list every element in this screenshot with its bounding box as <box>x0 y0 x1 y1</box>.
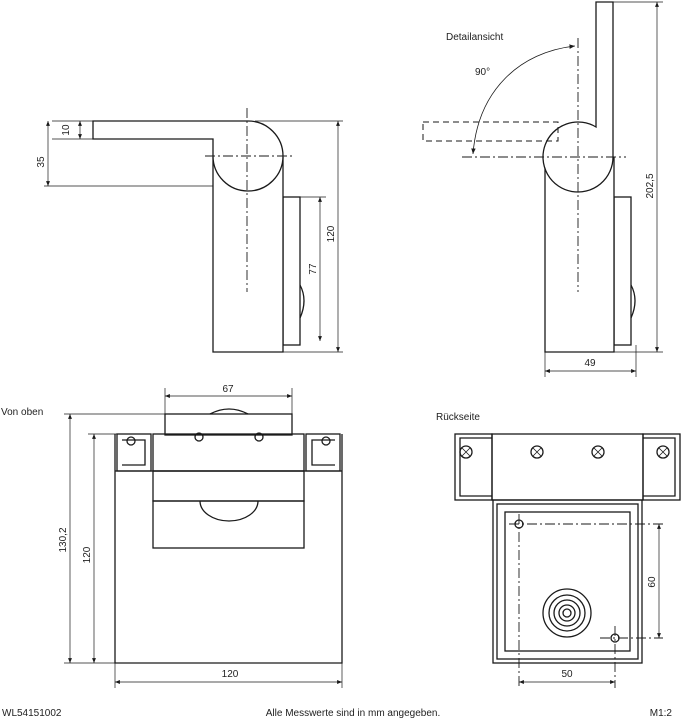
dim-back-60: 60 <box>647 576 658 588</box>
top-view-label: Von oben <box>1 407 43 418</box>
back-view-label: Rückseite <box>436 412 480 423</box>
dim-back-50: 50 <box>561 669 573 680</box>
article-number: WL54151002 <box>2 708 62 719</box>
dim-top-67: 67 <box>222 384 234 395</box>
dim-top-120-width: 120 <box>222 669 239 680</box>
measurement-note: Alle Messwerte sind in mm angegeben. <box>266 708 441 719</box>
back-view <box>454 433 681 688</box>
side-view <box>44 108 343 353</box>
dim-top-120-height: 120 <box>82 546 93 563</box>
detail-view <box>422 1 663 377</box>
top-view <box>64 388 343 688</box>
dim-side-77: 77 <box>308 263 319 275</box>
scale-label: M1:2 <box>650 708 673 719</box>
detail-view-label: Detailansicht <box>446 32 503 43</box>
dim-detail-202: 202,5 <box>645 173 656 198</box>
dim-side-10: 10 <box>61 124 72 136</box>
dim-side-120: 120 <box>326 225 337 242</box>
dim-detail-49: 49 <box>584 358 596 369</box>
dim-top-130: 130,2 <box>58 527 69 552</box>
angle-label: 90° <box>475 67 490 78</box>
dim-side-35: 35 <box>36 156 47 168</box>
